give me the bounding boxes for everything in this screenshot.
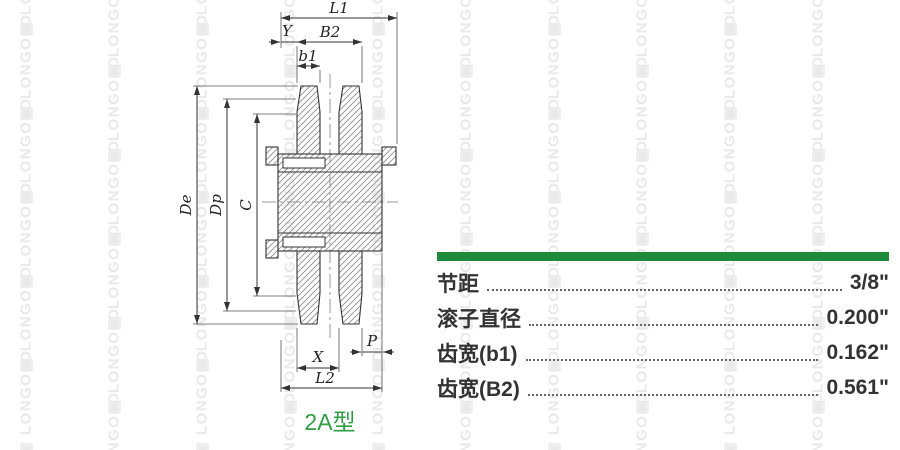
dotted-leader — [487, 275, 842, 291]
dim-label-B2: B2 — [319, 23, 341, 41]
dim-label-De: De — [177, 194, 195, 216]
dim-label-Y: Y — [282, 22, 294, 40]
boss-left-top — [265, 146, 279, 166]
spec-value: 3/8" — [849, 270, 889, 294]
spec-row: 齿宽(B2) 0.561" — [437, 370, 889, 405]
spec-label: 齿宽(b1) — [437, 342, 518, 366]
dotted-leader — [527, 380, 819, 396]
dim-label-b1: b1 — [298, 47, 317, 65]
dotted-leader — [529, 310, 819, 326]
sprocket-detail-lines — [278, 157, 382, 248]
spec-rows: 节距 3/8" 滚子直径 0.200" 齿宽(b1) 0.162" 齿宽(B2)… — [437, 265, 889, 405]
spec-value: 0.200" — [826, 305, 889, 329]
spec-row: 节距 3/8" — [437, 265, 889, 300]
spec-panel: 节距 3/8" 滚子直径 0.200" 齿宽(b1) 0.162" 齿宽(B2)… — [437, 252, 889, 405]
spec-value: 0.561" — [826, 375, 889, 399]
boss-left-bottom — [265, 239, 279, 259]
dotted-leader — [525, 345, 819, 361]
tooth-bottom-left — [296, 250, 321, 325]
dim-label-Dp: Dp — [207, 194, 225, 217]
dim-label-L1: L1 — [328, 0, 349, 17]
spec-row: 齿宽(b1) 0.162" — [437, 335, 889, 370]
dimension-lines — [194, 15, 397, 391]
spec-row: 滚子直径 0.200" — [437, 300, 889, 335]
dimension-labels: L1 B2 Y b1 De Dp C X P L2 — [177, 0, 378, 387]
spec-label: 滚子直径 — [437, 307, 521, 331]
tooth-bottom-right — [338, 250, 363, 325]
type-caption: 2A型 — [304, 409, 355, 435]
spec-label: 节距 — [437, 272, 479, 296]
spec-value: 0.162" — [826, 340, 889, 364]
hub — [277, 153, 383, 252]
spec-accent-bar — [437, 252, 889, 261]
dim-label-L2: L2 — [314, 369, 335, 387]
boss-right-top — [381, 146, 397, 166]
tooth-top-right — [338, 85, 363, 155]
dim-label-X: X — [312, 348, 325, 366]
dim-label-C: C — [237, 199, 255, 211]
tooth-top-left — [296, 85, 321, 155]
sprocket-section — [265, 85, 397, 325]
extension-lines — [193, 12, 398, 392]
spec-label: 齿宽(B2) — [437, 377, 520, 401]
dim-label-P: P — [366, 332, 378, 350]
